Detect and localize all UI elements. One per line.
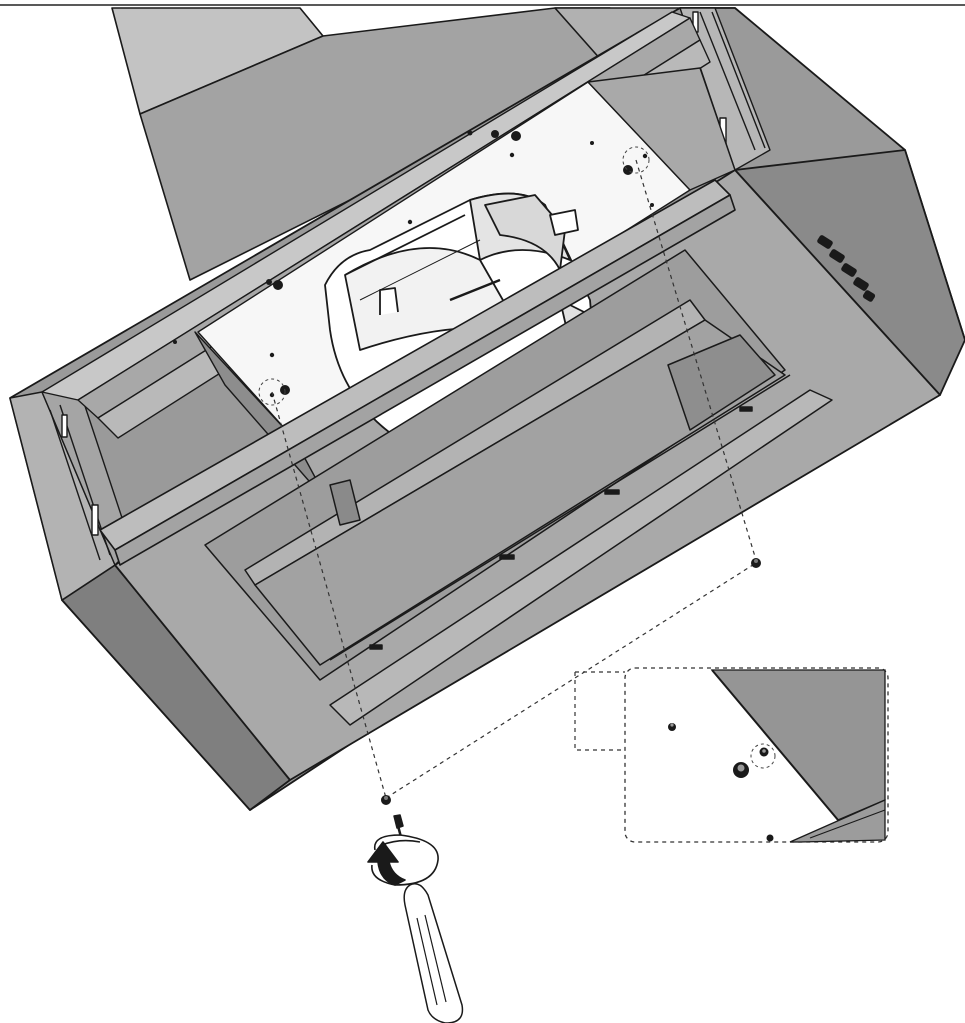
interior-hole-highlights [258,146,650,406]
screw-icon [751,558,761,568]
alignment-guides [271,159,757,799]
screw-icon [381,795,391,805]
front-cross-beam [99,179,736,566]
hood-left-frame [9,384,133,601]
bottom-panel [204,249,833,726]
detail-callout [574,667,889,843]
control-buttons [817,235,876,302]
chimney-duct [111,7,761,281]
rotation-arrow-icon [367,834,439,886]
